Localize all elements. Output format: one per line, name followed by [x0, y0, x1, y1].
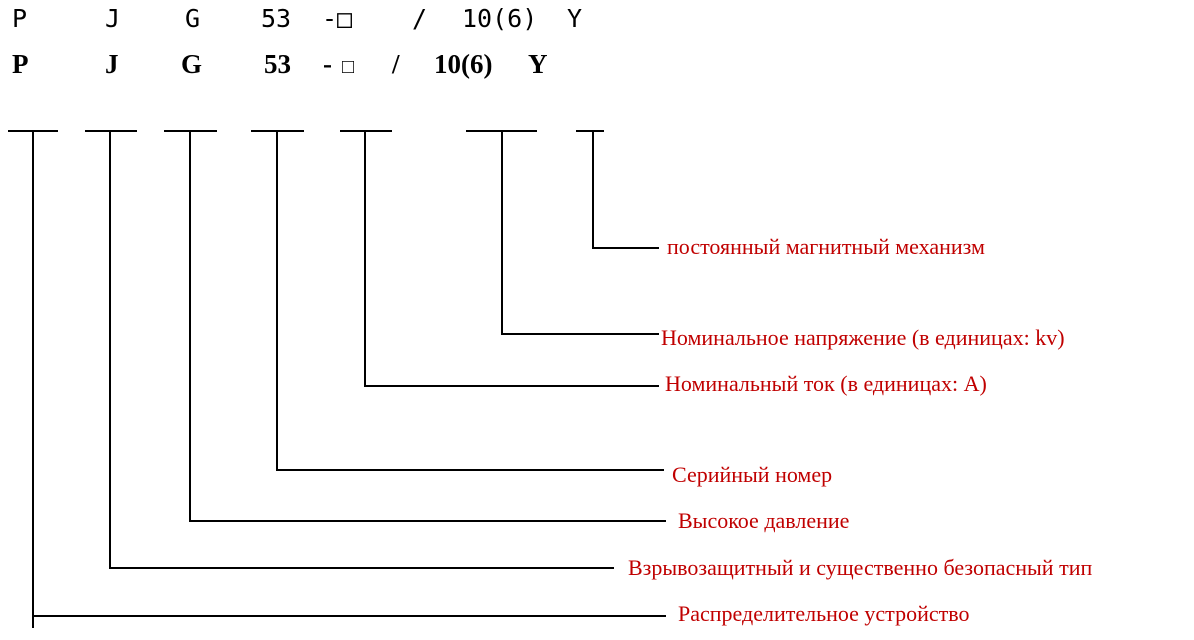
label-rated-current: Номинальный ток (в единицах: A) [665, 371, 987, 396]
description-labels: постоянный магнитный механизм Номинально… [628, 234, 1092, 626]
code-bold-y: Y [528, 49, 548, 79]
code-plain-g: G [185, 4, 200, 33]
code-bold-dash: - [323, 49, 332, 79]
label-serial-number: Серийный номер [672, 462, 832, 487]
label-explosion-proof: Взрывозащитный и существенно безопасный … [628, 555, 1092, 580]
code-plain-53: 53 [261, 4, 291, 33]
label-magnetic-mechanism: постоянный магнитный механизм [667, 234, 985, 259]
leader-series [276, 131, 664, 471]
code-bold-slash: / [391, 49, 400, 79]
code-bold-g: G [181, 49, 202, 79]
code-plain-voltage: 10(6) [462, 4, 537, 33]
label-rated-voltage: Номинальное напряжение (в единицах: kv) [661, 325, 1065, 350]
code-plain-j: J [105, 4, 120, 33]
code-plain-p: P [12, 4, 27, 33]
code-bold-voltage: 10(6) [434, 49, 492, 79]
leader-lines [32, 131, 666, 628]
leader-j [109, 131, 614, 569]
label-high-voltage: Высокое давление [678, 508, 849, 533]
code-row-bold: P J G 53 - □ / 10(6) Y [12, 49, 548, 79]
leader-voltage [501, 131, 659, 335]
code-plain-y: Y [567, 4, 582, 33]
leader-g [189, 131, 666, 522]
code-plain-slash: / [412, 4, 427, 33]
leader-current [364, 131, 659, 387]
code-bold-p: P [12, 49, 29, 79]
code-bold-box: □ [342, 56, 354, 78]
code-row-plain: P J G 53 -□ / 10(6) Y [12, 4, 582, 33]
code-plain-current: -□ [322, 4, 352, 33]
leader-y [592, 131, 659, 249]
label-switchgear: Распределительное устройство [678, 601, 969, 626]
code-bold-53: 53 [264, 49, 291, 79]
code-bold-j: J [105, 49, 119, 79]
